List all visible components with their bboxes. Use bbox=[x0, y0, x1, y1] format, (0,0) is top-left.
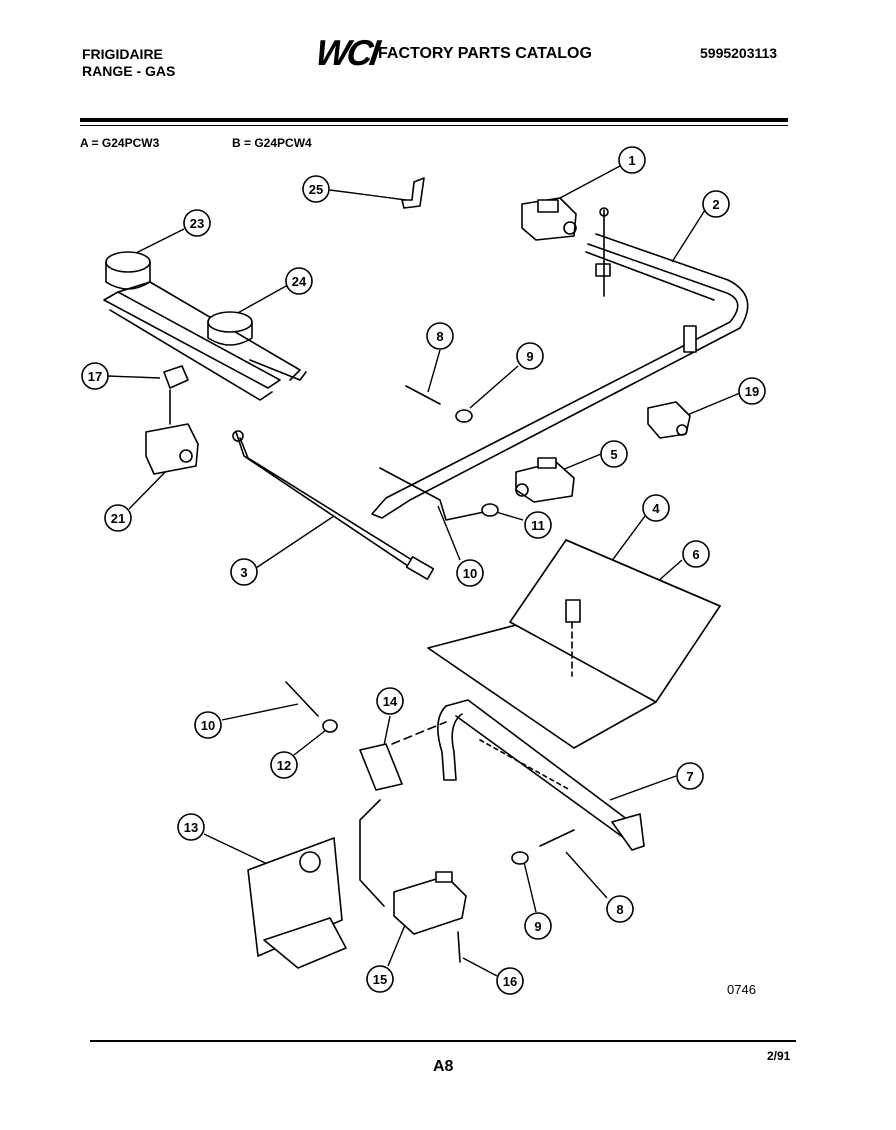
svg-text:19: 19 bbox=[745, 384, 759, 399]
lower-orifice bbox=[539, 829, 575, 847]
callout-23: 23 bbox=[183, 209, 211, 237]
pilot-tube bbox=[379, 467, 485, 521]
svg-text:4: 4 bbox=[652, 501, 660, 516]
svg-text:7: 7 bbox=[686, 769, 693, 784]
diagram-code: 0746 bbox=[727, 982, 756, 997]
callout-16: 16 bbox=[496, 967, 524, 995]
callout-1: 1 bbox=[618, 146, 646, 174]
burner-baffle bbox=[427, 539, 721, 749]
lower-nut bbox=[322, 719, 338, 733]
svg-text:23: 23 bbox=[190, 216, 204, 231]
callout-6: 6 bbox=[682, 540, 710, 568]
svg-text:21: 21 bbox=[111, 511, 125, 526]
svg-text:6: 6 bbox=[692, 547, 699, 562]
valve-bracket bbox=[359, 721, 447, 791]
svg-text:10: 10 bbox=[201, 718, 215, 733]
svg-text:3: 3 bbox=[240, 565, 247, 580]
callout-2: 2 bbox=[702, 190, 730, 218]
svg-text:10: 10 bbox=[463, 566, 477, 581]
burner-assembly bbox=[103, 251, 307, 401]
svg-text:11: 11 bbox=[531, 518, 545, 533]
thermostat-valve bbox=[359, 799, 467, 935]
svg-text:14: 14 bbox=[383, 694, 398, 709]
svg-text:5: 5 bbox=[610, 447, 617, 462]
svg-text:13: 13 bbox=[184, 820, 198, 835]
oven-burner bbox=[437, 699, 645, 851]
catalog-title: FACTORY PARTS CATALOG bbox=[378, 45, 592, 62]
callout-8-top: 8 bbox=[426, 322, 454, 350]
svg-text:12: 12 bbox=[277, 758, 291, 773]
callout-8-bottom: 8 bbox=[606, 895, 634, 923]
lower-spud bbox=[285, 681, 319, 717]
callout-17: 17 bbox=[81, 362, 109, 390]
svg-text:8: 8 bbox=[436, 329, 443, 344]
brand-name: FRIGIDAIRE bbox=[82, 46, 163, 62]
gas-manifold bbox=[371, 207, 749, 519]
valve-fitting bbox=[647, 401, 691, 439]
callout-24: 24 bbox=[285, 267, 313, 295]
mounting-panel bbox=[247, 837, 347, 969]
valve-part bbox=[521, 197, 577, 241]
callout-14: 14 bbox=[376, 687, 404, 715]
callout-4: 4 bbox=[642, 494, 670, 522]
callout-10-bottom: 10 bbox=[194, 711, 222, 739]
screw-part bbox=[457, 931, 461, 963]
svg-text:16: 16 bbox=[503, 974, 517, 989]
callout-7: 7 bbox=[676, 762, 704, 790]
svg-text:9: 9 bbox=[534, 919, 541, 934]
leader-lines bbox=[107, 165, 741, 977]
igniter-bracket bbox=[145, 365, 199, 475]
model-b-label: B = G24PCW4 bbox=[232, 136, 312, 150]
fitting-part bbox=[481, 503, 499, 517]
callout-15: 15 bbox=[366, 965, 394, 993]
callout-3: 3 bbox=[230, 558, 258, 586]
model-a-label: A = G24PCW3 bbox=[80, 136, 160, 150]
orifice-spud bbox=[405, 385, 441, 405]
svg-text:17: 17 bbox=[88, 369, 102, 384]
callout-9-top: 9 bbox=[516, 342, 544, 370]
callout-25: 25 bbox=[302, 175, 330, 203]
svg-text:8: 8 bbox=[616, 902, 623, 917]
hood-part bbox=[455, 409, 473, 423]
callout-5: 5 bbox=[600, 440, 628, 468]
header-rule-thin bbox=[80, 125, 788, 126]
bracket-part bbox=[401, 177, 425, 209]
thermocouple-tube bbox=[232, 430, 435, 580]
catalog-part-number: 5995203113 bbox=[700, 45, 778, 61]
product-type: RANGE - GAS bbox=[82, 63, 176, 79]
callout-21: 21 bbox=[104, 504, 132, 532]
page-number: A8 bbox=[433, 1058, 454, 1075]
svg-text:15: 15 bbox=[373, 972, 387, 987]
callout-11: 11 bbox=[524, 511, 552, 539]
callout-13: 13 bbox=[177, 813, 205, 841]
footer-rule bbox=[90, 1040, 796, 1042]
svg-text:9: 9 bbox=[526, 349, 533, 364]
burner-valve bbox=[515, 457, 575, 503]
header-rule-thick bbox=[80, 118, 788, 122]
revision-date: 2/91 bbox=[767, 1049, 791, 1063]
svg-text:24: 24 bbox=[292, 274, 307, 289]
svg-text:1: 1 bbox=[628, 153, 635, 168]
callout-19: 19 bbox=[738, 377, 766, 405]
callout-12: 12 bbox=[270, 751, 298, 779]
lower-hood bbox=[511, 851, 529, 865]
callout-9-bottom: 9 bbox=[524, 912, 552, 940]
callout-10-top: 10 bbox=[456, 559, 484, 587]
svg-text:2: 2 bbox=[712, 197, 719, 212]
svg-text:25: 25 bbox=[309, 182, 323, 197]
